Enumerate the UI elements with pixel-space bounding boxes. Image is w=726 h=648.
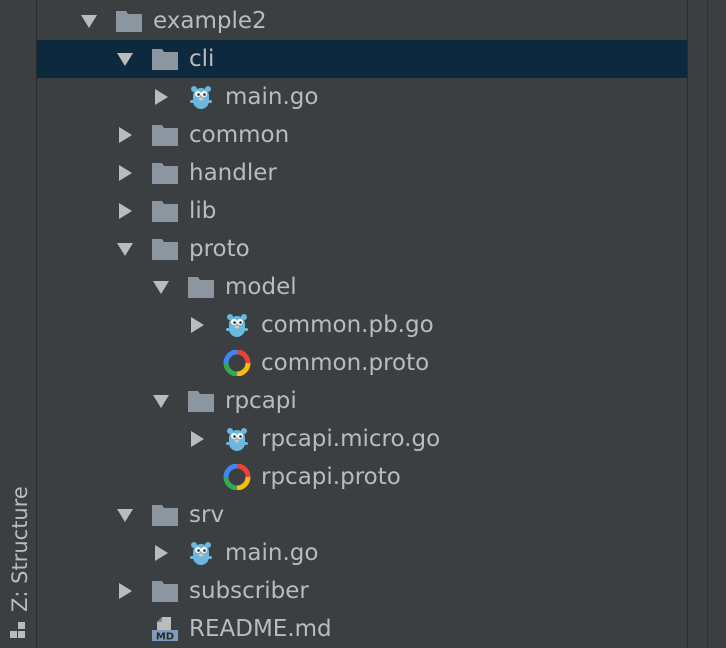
tree-row-label: cli	[189, 46, 215, 72]
folder-icon	[151, 160, 179, 186]
tree-row-label: common.pb.go	[261, 312, 434, 338]
chevron-right-icon[interactable]	[188, 316, 206, 334]
chevron-down-icon[interactable]	[116, 240, 134, 258]
tree-row-rpcapi-micro-go[interactable]: rpcapi.micro.go	[37, 420, 687, 458]
tree-row-rpcapi[interactable]: rpcapi	[37, 382, 687, 420]
tree-row-handler[interactable]: handler	[37, 154, 687, 192]
tree-row-label: rpcapi	[225, 388, 297, 414]
chevron-right-icon[interactable]	[188, 430, 206, 448]
left-tool-strip: Z: Structure	[0, 0, 37, 648]
tree-row-label: handler	[189, 160, 277, 186]
folder-icon	[151, 46, 179, 72]
folder-icon	[187, 388, 215, 414]
tree-row-label: rpcapi.micro.go	[261, 426, 441, 452]
folder-icon	[187, 274, 215, 300]
chevron-right-icon[interactable]	[116, 582, 134, 600]
tree-row-main-go[interactable]: main.go	[37, 534, 687, 572]
tree-row-lib[interactable]: lib	[37, 192, 687, 230]
tree-row-label: lib	[189, 198, 217, 224]
chevron-right-icon[interactable]	[116, 202, 134, 220]
tree-row-proto[interactable]: proto	[37, 230, 687, 268]
tree-row-label: main.go	[225, 84, 319, 110]
folder-icon	[151, 578, 179, 604]
chevron-right-icon[interactable]	[152, 88, 170, 106]
markdown-file-icon: MD	[151, 616, 179, 643]
structure-tab-label: Z: Structure	[8, 486, 32, 612]
scrollbar-gutter[interactable]	[688, 0, 726, 648]
chevron-down-icon[interactable]	[152, 392, 170, 410]
go-file-icon	[187, 540, 215, 566]
folder-icon	[151, 502, 179, 528]
folder-icon	[115, 8, 143, 34]
chevron-down-icon[interactable]	[116, 50, 134, 68]
proto-file-icon	[223, 463, 251, 491]
tree-row-rpcapi-proto[interactable]: rpcapi.proto	[37, 458, 687, 496]
project-tree: example2 cli main.go common handler lib proto m…	[37, 0, 687, 648]
tree-row-common[interactable]: common	[37, 116, 687, 154]
chevron-right-icon[interactable]	[152, 544, 170, 562]
folder-icon	[151, 122, 179, 148]
go-file-icon	[187, 84, 215, 110]
tree-row-label: model	[225, 274, 297, 300]
tree-row-label: proto	[189, 236, 250, 262]
tree-row-srv[interactable]: srv	[37, 496, 687, 534]
structure-tool-tab[interactable]: Z: Structure	[5, 486, 32, 648]
tree-row-label: common	[189, 122, 290, 148]
go-file-icon	[223, 426, 251, 452]
tree-row-cli[interactable]: cli	[37, 40, 687, 78]
tree-row-label: common.proto	[261, 350, 430, 376]
chevron-right-icon[interactable]	[116, 126, 134, 144]
tree-row-model[interactable]: model	[37, 268, 687, 306]
tree-row-label: main.go	[225, 540, 319, 566]
panel-divider	[687, 0, 688, 648]
chevron-down-icon[interactable]	[80, 12, 98, 30]
tree-row-main-go[interactable]: main.go	[37, 78, 687, 116]
tree-row-label: rpcapi.proto	[261, 464, 401, 490]
tree-row-common-proto[interactable]: common.proto	[37, 344, 687, 382]
proto-file-icon	[223, 349, 251, 377]
chevron-down-icon[interactable]	[116, 506, 134, 524]
go-file-icon	[223, 312, 251, 338]
tree-row-example2[interactable]: example2	[37, 2, 687, 40]
tree-row-label: README.md	[189, 616, 332, 642]
tree-row-readme-md[interactable]: MD README.md	[37, 610, 687, 648]
svg-text:MD: MD	[156, 632, 174, 643]
tree-row-common-pb-go[interactable]: common.pb.go	[37, 306, 687, 344]
gutter-separator	[707, 0, 708, 648]
tree-row-label: example2	[153, 8, 267, 34]
structure-icon	[10, 622, 25, 638]
tree-row-label: srv	[189, 502, 225, 528]
folder-icon	[151, 198, 179, 224]
tree-row-label: subscriber	[189, 578, 309, 604]
tree-row-subscriber[interactable]: subscriber	[37, 572, 687, 610]
folder-icon	[151, 236, 179, 262]
chevron-right-icon[interactable]	[116, 164, 134, 182]
chevron-down-icon[interactable]	[152, 278, 170, 296]
